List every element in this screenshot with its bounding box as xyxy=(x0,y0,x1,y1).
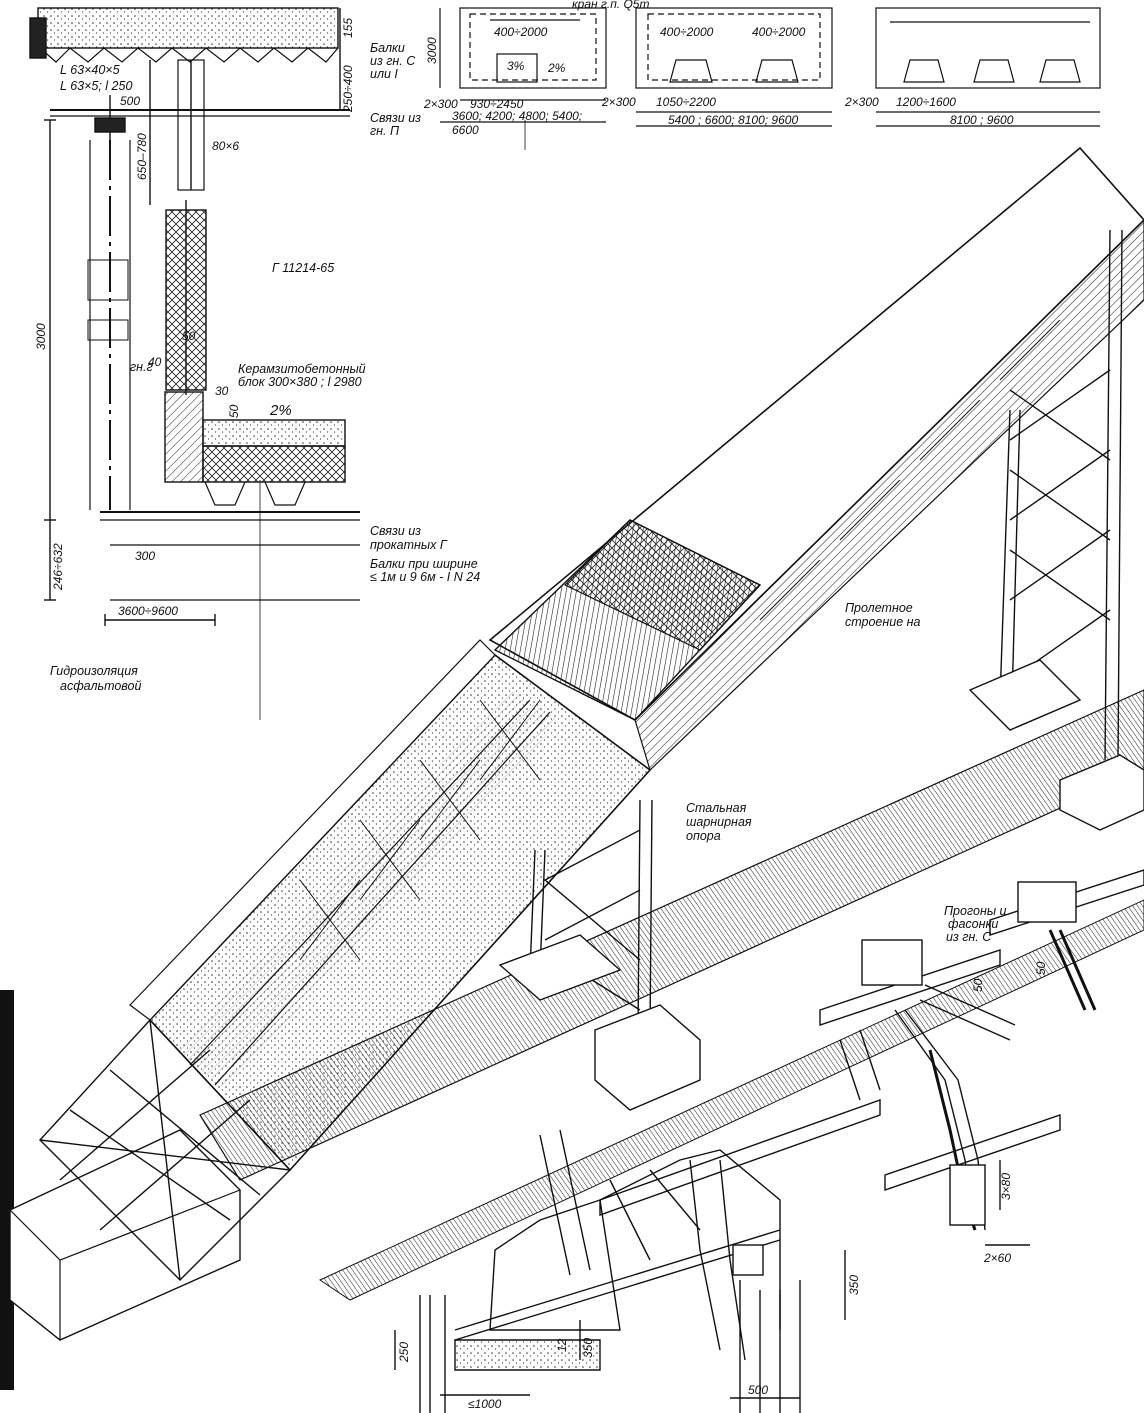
support-label-3: опора xyxy=(686,829,721,843)
detail-500: 500 xyxy=(748,1383,768,1397)
detail-1000: ≤1000 xyxy=(468,1397,502,1411)
cs1-top: 400÷2000 xyxy=(494,25,548,39)
dim-50: 50 xyxy=(182,329,196,343)
span-label-2: строение на xyxy=(845,615,921,629)
beams-label-2: из гн. C xyxy=(370,54,416,68)
dim-40: 40 xyxy=(148,355,162,369)
bracing-top-1: Связи из xyxy=(370,111,421,125)
detail-3x80: 3×80 xyxy=(999,1173,1013,1200)
cs3-bottom: 8100 ; 9600 xyxy=(950,113,1014,127)
cs1-slope-a: 3% xyxy=(507,59,525,73)
bracing-rolled-2: прокатных Г xyxy=(370,538,448,552)
support-label-1: Стальная xyxy=(686,801,747,815)
detail-connections xyxy=(394,869,1144,1413)
span-label-1: Пролетное xyxy=(845,601,913,615)
dim-250-400: 250÷400 xyxy=(341,65,355,113)
cross-section-1 xyxy=(439,7,607,150)
gn-g-label: гн.г xyxy=(130,360,153,374)
beams-label-3: или I xyxy=(370,67,398,81)
cs2-top-b: 400÷2000 xyxy=(752,25,806,39)
dim-650-780: 650–780 xyxy=(135,133,149,180)
bracing-top-2: гн. П xyxy=(370,124,400,138)
dim-50b: 50 xyxy=(227,404,241,418)
cs2-left: 2×300 xyxy=(601,95,636,109)
cs3-mid: 1200÷1600 xyxy=(896,95,956,109)
detail-350b: 350 xyxy=(581,1338,595,1358)
gallery-span xyxy=(39,146,1144,1281)
cs1-left: 2×300 xyxy=(423,97,458,111)
section-labels: L 63×40×5 L 63×5; l 250 500 155 250÷400 … xyxy=(34,18,480,693)
wall-section xyxy=(29,7,360,720)
diagram-labels: Пролетное строение на Стальная шарнирная… xyxy=(397,601,1048,1411)
purlins-label-2: фасонки xyxy=(948,917,998,931)
cs3-left: 2×300 xyxy=(844,95,879,109)
detail-2x60: 2×60 xyxy=(983,1251,1011,1265)
waterproofing-1: Гидроизоляция xyxy=(50,664,138,678)
support-label-2: шарнирная xyxy=(686,815,752,829)
cross-section-3-labels: 2×300 1200÷1600 8100 ; 9600 xyxy=(844,95,1014,127)
edge-band xyxy=(0,990,14,1390)
beams-label-1: Балки xyxy=(370,41,405,55)
detail-250: 250 xyxy=(397,1342,411,1363)
purlins-label-3: из гн. C xyxy=(946,930,992,944)
crane-label: кран г.п. Q5т xyxy=(572,0,649,11)
beams-width-2: ≤ 1м и 9 6м - I N 24 xyxy=(370,570,480,584)
block-label-2: блок 300×380 ; l 2980 xyxy=(238,375,362,389)
cs1-bottom2: 6600 xyxy=(452,123,479,137)
dim-3600-9600: 3600÷9600 xyxy=(118,604,178,618)
block-label-1: Керамзитобетонный xyxy=(238,362,366,376)
middle-support xyxy=(498,799,701,1111)
gost-label: Г 11214-65 xyxy=(272,261,334,275)
angle-label-2: L 63×5; l 250 xyxy=(60,79,132,93)
cs1-bottom: 3600; 4200; 4800; 5400; xyxy=(452,109,582,123)
detail-350a: 350 xyxy=(847,1275,861,1295)
purlins-label-1: Прогоны и xyxy=(944,904,1006,918)
cs1-mid: 930÷2450 xyxy=(470,97,524,111)
cs1-height: 3000 xyxy=(425,37,439,64)
dim-155: 155 xyxy=(341,18,355,38)
dim-500: 500 xyxy=(120,94,140,108)
cross-section-3 xyxy=(875,7,1101,127)
bracing-rolled-1: Связи из xyxy=(370,524,421,538)
dim-30: 30 xyxy=(215,384,229,398)
detail-12: 12 xyxy=(555,1338,569,1352)
beams-width-1: Балки при ширине xyxy=(370,557,478,571)
cs2-bottom: 5400 ; 6600; 8100; 9600 xyxy=(668,113,798,127)
dim-246-632: 246÷632 xyxy=(51,543,65,591)
dim-80x6: 80×6 xyxy=(212,139,239,153)
cross-section-2-labels: 400÷2000 400÷2000 2×300 1050÷2200 5400 ;… xyxy=(601,25,806,127)
waterproofing-2: асфальтовой xyxy=(60,679,142,693)
cross-section-1-labels: кран г.п. Q5т 400÷2000 3000 3% 2% 2×300 … xyxy=(423,0,649,137)
cs2-mid: 1050÷2200 xyxy=(656,95,716,109)
slope-label: 2% xyxy=(269,402,292,419)
right-support xyxy=(968,229,1144,831)
detail-50b: 50 xyxy=(1034,961,1048,975)
cross-section-2 xyxy=(635,7,833,127)
detail-50a: 50 xyxy=(971,978,985,992)
ground-terrain xyxy=(9,689,1144,1341)
cs2-top-a: 400÷2000 xyxy=(660,25,714,39)
cs1-slope-b: 2% xyxy=(547,61,566,75)
dim-300: 300 xyxy=(135,549,155,563)
angle-label-1: L 63×40×5 xyxy=(60,63,120,77)
dim-3000: 3000 xyxy=(34,323,48,350)
